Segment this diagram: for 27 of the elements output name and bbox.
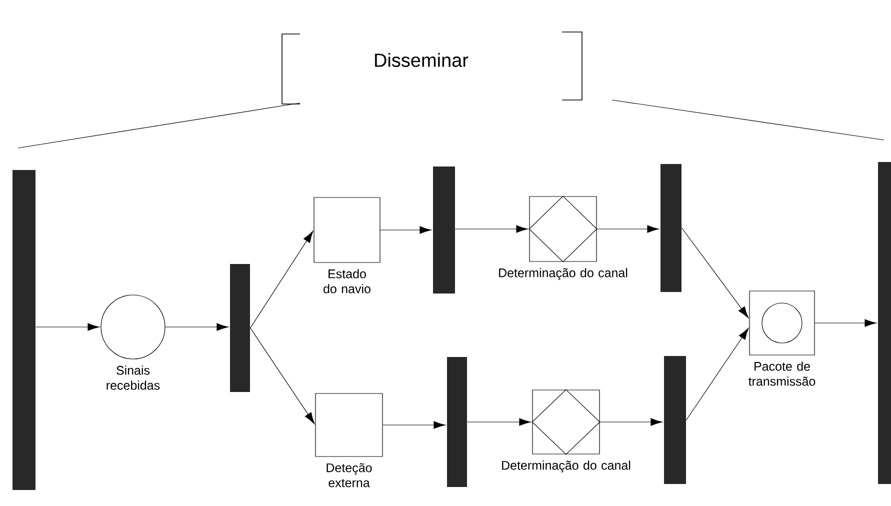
node-label: Estado do navio bbox=[324, 269, 370, 294]
arrow bbox=[36, 323, 100, 331]
arrow bbox=[686, 328, 749, 420]
arrow bbox=[380, 226, 432, 234]
arrow bbox=[250, 328, 315, 424]
node-label: Sinais recebidas bbox=[106, 366, 160, 390]
transition-bar bbox=[12, 170, 36, 490]
arrow bbox=[600, 418, 663, 426]
arrow bbox=[382, 421, 446, 429]
transition-bar bbox=[433, 166, 455, 294]
title: Disseminar bbox=[375, 53, 468, 67]
node-label: Determinação do canal bbox=[502, 460, 630, 472]
arrow bbox=[596, 225, 660, 233]
node-label: Pacote de transmissão bbox=[748, 362, 816, 386]
transition-bar bbox=[447, 357, 467, 487]
arrow bbox=[165, 323, 229, 331]
transition-bar bbox=[230, 264, 250, 392]
transition-bar bbox=[664, 356, 686, 484]
transition-bar bbox=[660, 164, 682, 292]
node-label: Determinação do canal bbox=[499, 268, 628, 280]
node-label: Deteção externa bbox=[326, 463, 372, 488]
arrow bbox=[250, 230, 314, 328]
arrow bbox=[467, 418, 532, 426]
arrow bbox=[682, 228, 749, 318]
transition-bar bbox=[878, 162, 891, 484]
arrow bbox=[455, 225, 528, 233]
arrow bbox=[814, 319, 877, 327]
